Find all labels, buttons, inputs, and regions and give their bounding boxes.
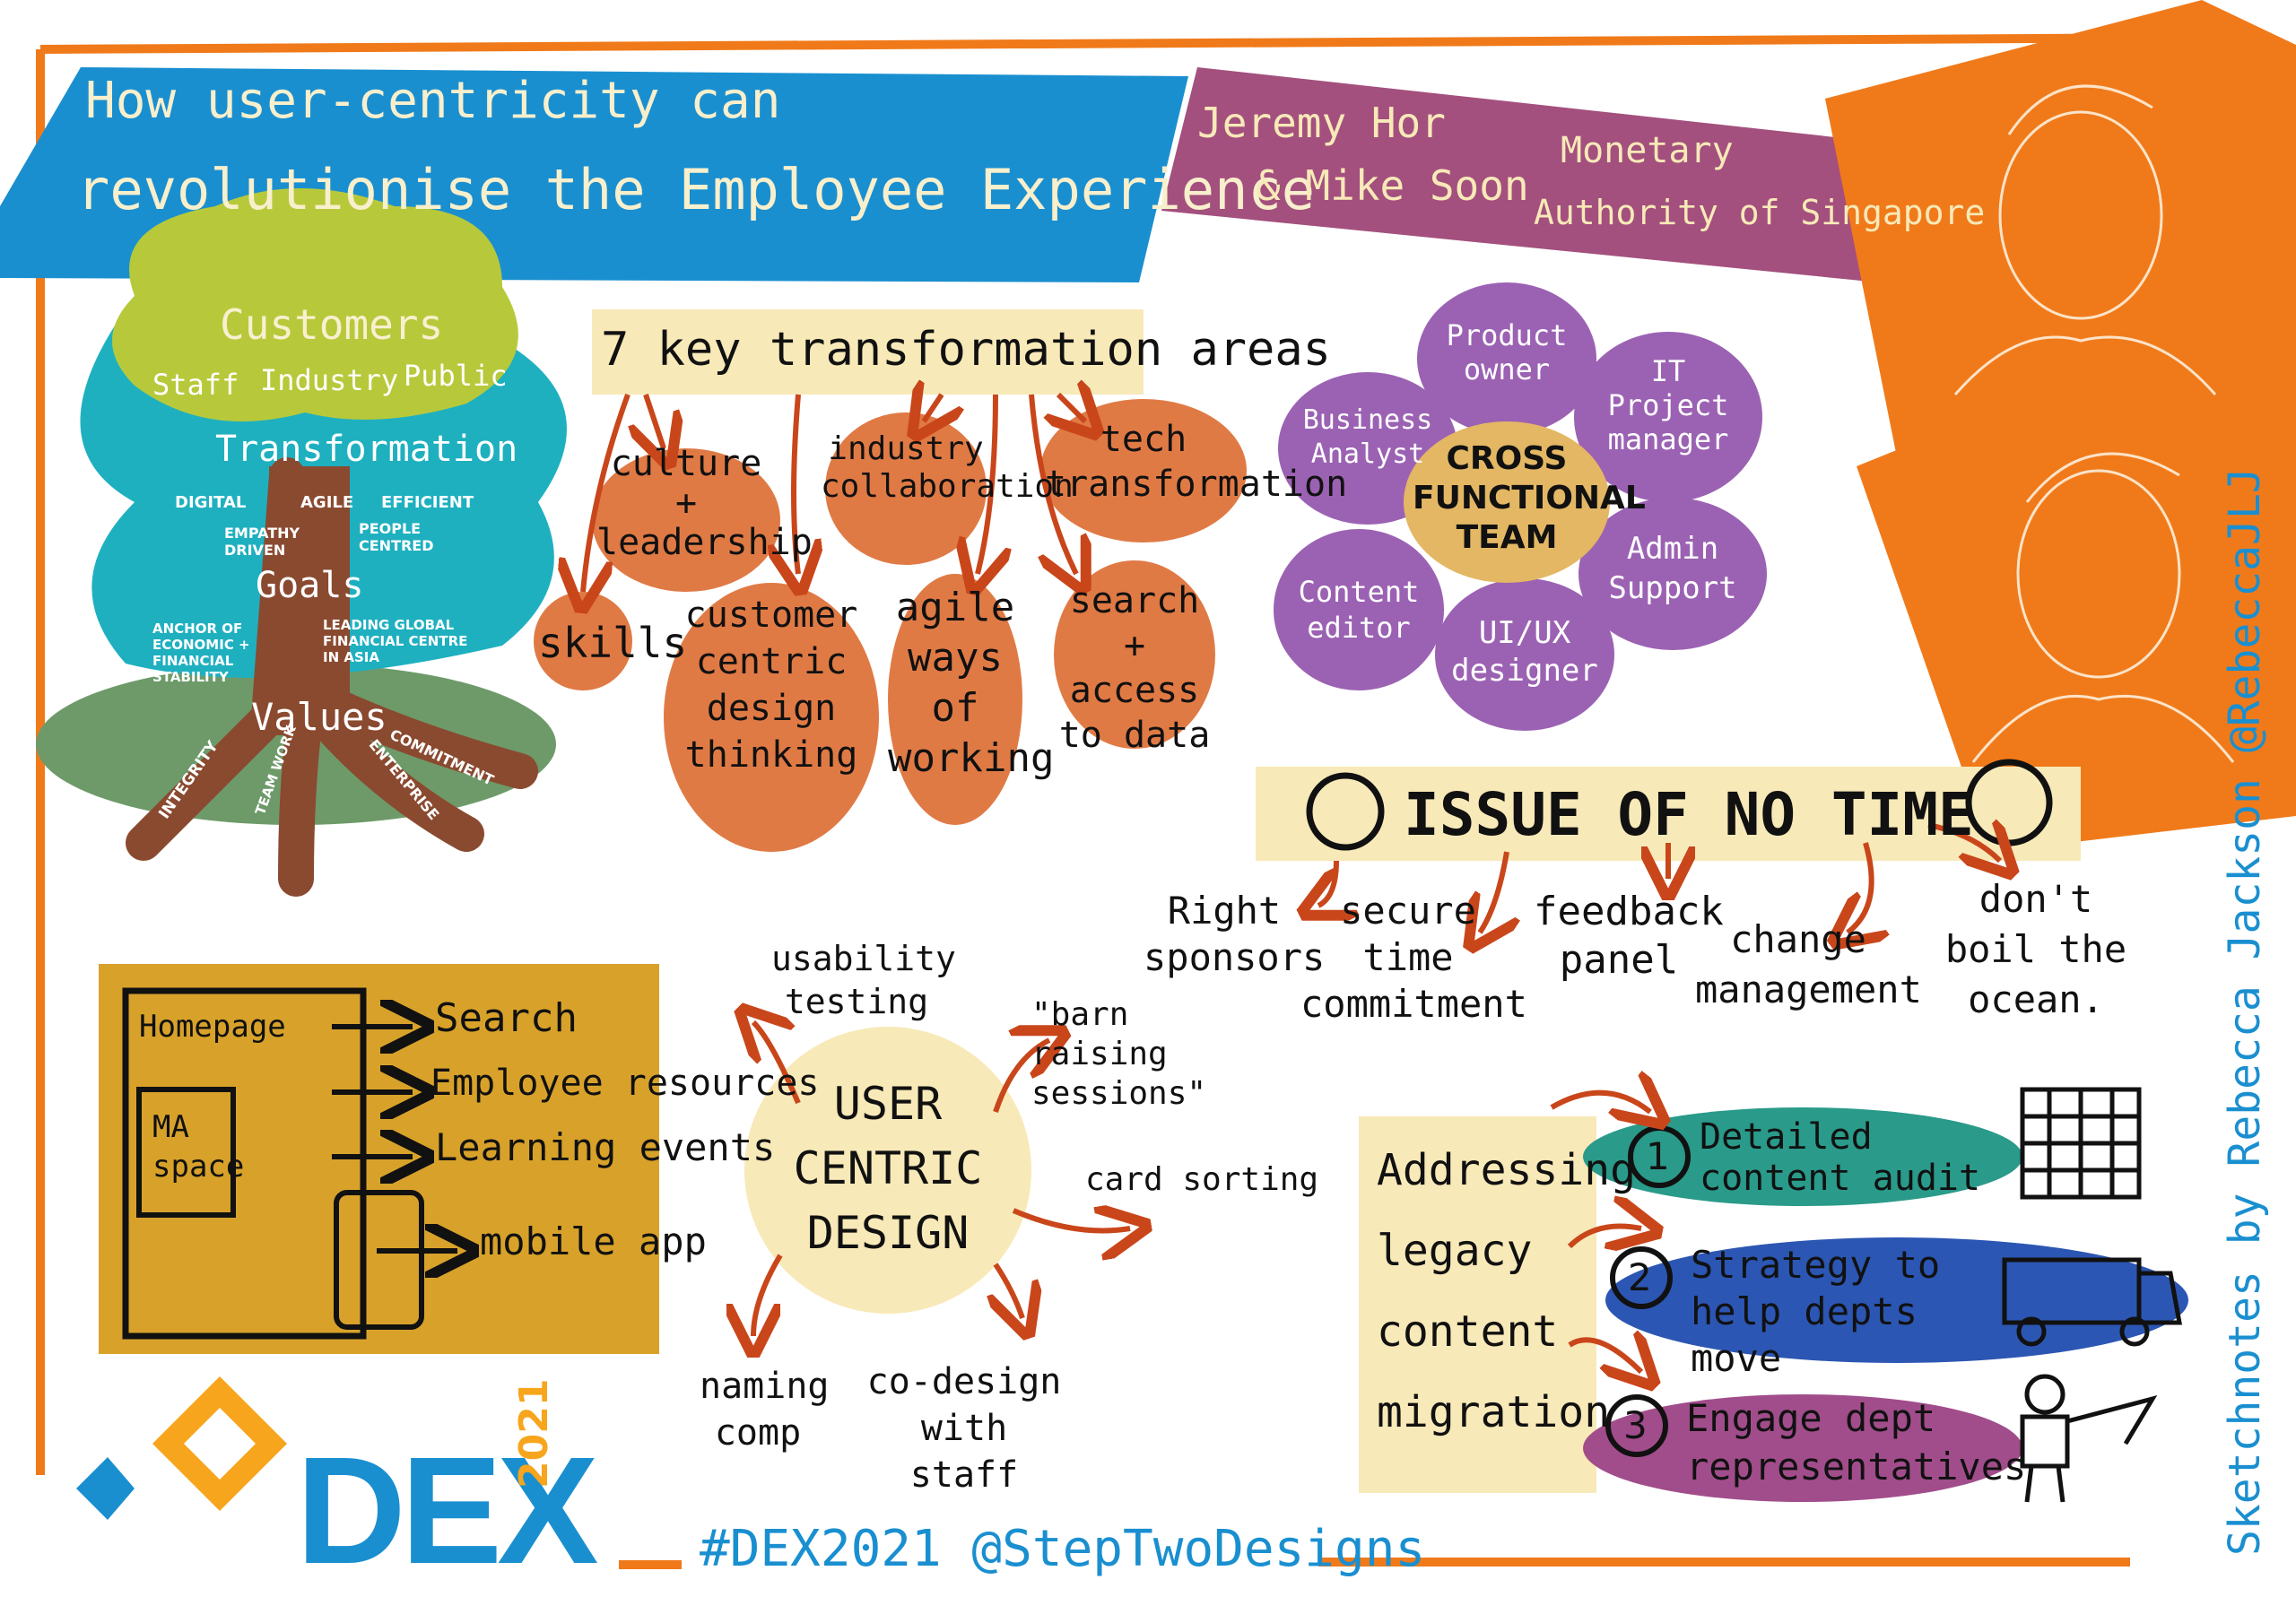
team-it-pm: IT Project manager: [1607, 354, 1729, 456]
footer-hashtag: #DEX2021 @StepTwoDesigns: [700, 1520, 1426, 1578]
tree-digital: DIGITAL: [175, 493, 247, 512]
area-customer: customer centric design thinking: [684, 595, 858, 776]
hero-icon: [2020, 1374, 2158, 1503]
speaker-org-1: Monetary: [1561, 130, 1734, 171]
team-business-analyst: Business Analyst: [1302, 404, 1433, 470]
areas-header: 7 key transformation areas: [601, 323, 1331, 377]
area-industry: industry collaboration: [821, 430, 1074, 505]
area-agile: agile ways of working: [888, 585, 1055, 781]
issue-item-ocean: don't boil the ocean.: [1944, 877, 2127, 1021]
homepage-item-resources: Employee resources: [430, 1063, 820, 1104]
legacy-item-3: Engage dept representatives: [1686, 1396, 2027, 1488]
issue-item-time: secure time commitment: [1300, 889, 1527, 1026]
homepage-frame: [122, 987, 367, 1340]
tree-customers: Customers: [220, 300, 444, 349]
stopwatch-icon: [1306, 772, 1385, 851]
portrait-sketch: [1953, 84, 2235, 763]
issue-item-sponsors: Right sponsors: [1144, 889, 1326, 979]
ucd-naming: naming comp: [700, 1366, 830, 1454]
area-skills: skills: [538, 619, 688, 667]
tree-efficient: EFFICIENT: [381, 493, 474, 512]
ucd-circle: [744, 1027, 1031, 1314]
tree-values: Values: [251, 695, 387, 739]
dex-logo-year: 2021: [511, 1378, 557, 1488]
mobile-frame: [334, 1190, 424, 1330]
dex-logo-mark: [76, 1376, 287, 1520]
tree-people: PEOPLE CENTRED: [359, 520, 434, 554]
legacy-block: [1359, 1116, 1596, 1493]
legacy-item-2: Strategy to help depts move: [1691, 1243, 1941, 1380]
tree-goals: Goals: [256, 565, 364, 606]
portrait-frame-bottom: [1857, 354, 2296, 852]
ucd-barn: "barn raising sessions": [1031, 996, 1207, 1112]
tree-canopy: [112, 188, 518, 421]
area-search: search + access to data: [1058, 580, 1211, 756]
grid-icon: [2020, 1087, 2142, 1200]
frame-top: [39, 33, 2198, 54]
tree-industry: Industry: [260, 363, 399, 397]
tree-leading: LEADING GLOBAL FINANCIAL CENTRE IN ASIA: [323, 617, 468, 665]
legacy-band-3: [1583, 1394, 2022, 1502]
ucd-center: USER CENTRIC DESIGN: [793, 1078, 983, 1259]
team-admin-support: Admin Support: [1608, 531, 1737, 606]
legacy-num-1: 1: [1646, 1134, 1670, 1178]
homepage-item-search: Search: [435, 995, 578, 1041]
issue-item-change: change management: [1695, 917, 1922, 1011]
legacy-num-3: 3: [1623, 1403, 1648, 1447]
footer-credit: Sketchnotes by Rebecca Jackson @RebeccaJ…: [2220, 467, 2270, 1556]
homepage-label: Homepage: [139, 1009, 286, 1045]
team-product-owner: Product owner: [1446, 318, 1568, 386]
speaker-name-2: & Mike Soon: [1256, 161, 1529, 210]
flower-center: [1404, 421, 1610, 583]
issue-header: ISSUE OF NO TIME: [1404, 780, 1974, 849]
tree-trunk: [269, 466, 350, 735]
speaker-banner: [1161, 67, 1892, 282]
tree-public: Public: [404, 359, 508, 393]
tree-staff: Staff: [152, 368, 239, 402]
ma-space-frame: [136, 1087, 236, 1218]
speaker-name-1: Jeremy Hor: [1197, 99, 1446, 147]
tree-agile: AGILE: [300, 493, 354, 512]
area-tech: tech transformation: [1045, 419, 1348, 505]
tree-anchor: ANCHOR OF ECONOMIC + FINANCIAL STABILITY: [152, 621, 250, 685]
ucd-usability: usability testing: [771, 939, 956, 1021]
homepage-item-mobile: mobile app: [480, 1219, 707, 1263]
legacy-band-1: [1583, 1107, 2022, 1206]
homepage-arrows: [332, 1027, 457, 1251]
issue-item-feedback: feedback panel: [1534, 889, 1724, 983]
area-arrows: [583, 395, 2000, 1372]
legacy-num-2: 2: [1628, 1255, 1652, 1299]
title-line-1: How user-centricity can: [85, 72, 781, 130]
legacy-item-1: Detailed content audit: [1700, 1116, 1981, 1199]
team-ui-ux: UI/UX designer: [1451, 615, 1598, 689]
title-line-2: revolutionise the Employee Experience: [76, 157, 1316, 222]
speaker-org-2: Authority of Singapore: [1534, 193, 1986, 232]
ucd-card: card sorting: [1085, 1161, 1319, 1198]
homepage-item-learning: Learning events: [435, 1125, 776, 1169]
legacy-label: Addressing legacy content migration: [1377, 1145, 1636, 1437]
ma-space-label: MA space: [152, 1109, 245, 1185]
tree-trunk-roots: [126, 457, 538, 897]
team-content-editor: Content editor: [1298, 575, 1420, 645]
area-bubbles: [534, 399, 1247, 852]
truck-icon: [2002, 1257, 2182, 1347]
tree-empathy: EMPATHY DRIVEN: [224, 525, 300, 559]
area-culture: culture + leadership: [596, 443, 813, 563]
team-center: CROSS FUNCTIONAL TEAM: [1413, 440, 1646, 556]
tree-transformation: Transformation: [215, 429, 518, 470]
ucd-codesign: co-design with staff: [866, 1361, 1062, 1496]
dex-logo-text: DEX: [296, 1426, 599, 1596]
